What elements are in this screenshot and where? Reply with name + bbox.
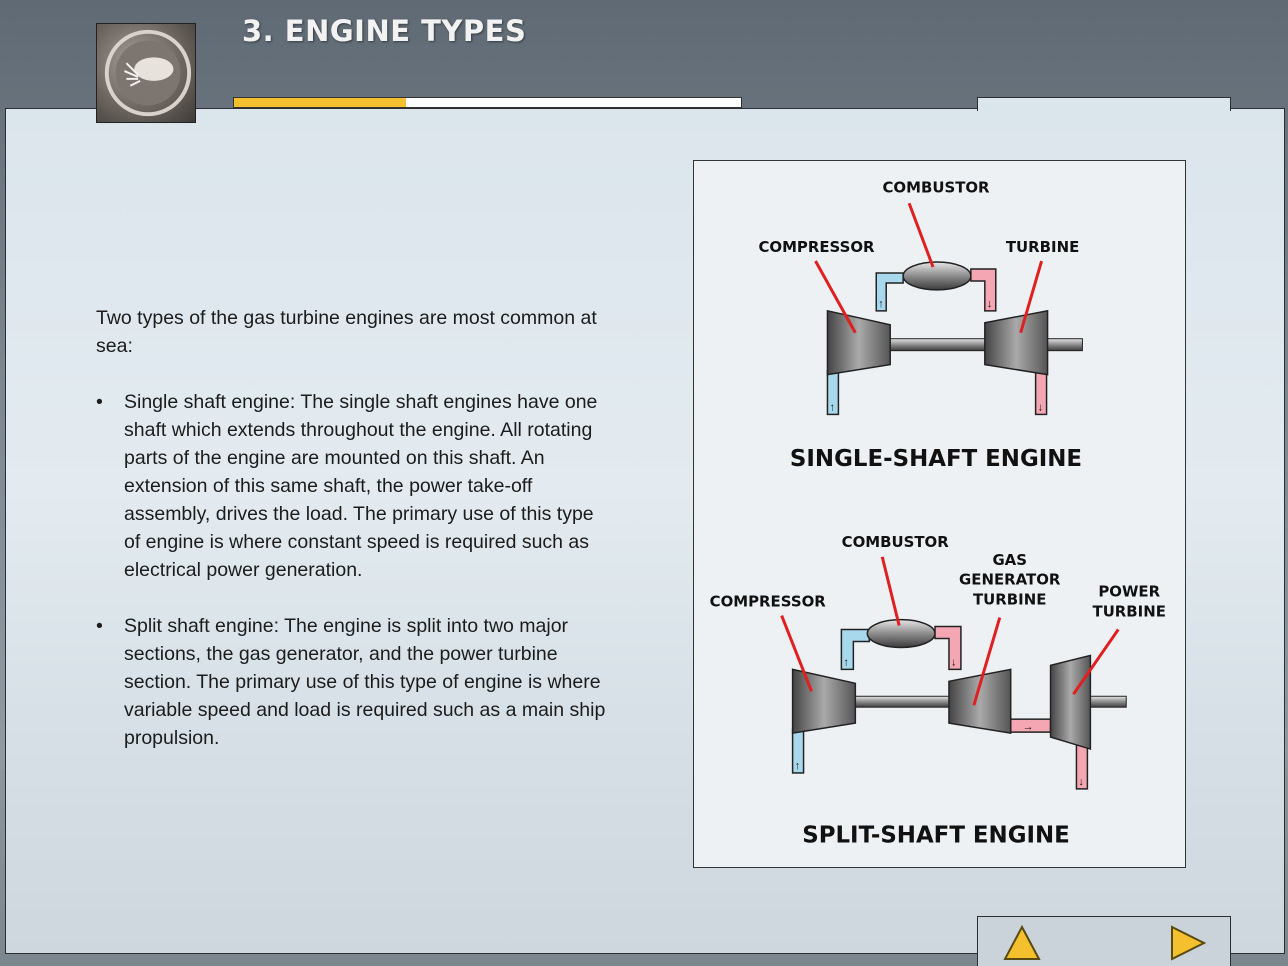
label-combustor-single: COMBUSTOR <box>882 178 990 196</box>
triangle-up-icon[interactable] <box>1002 924 1042 962</box>
label-gas-generator-line3: TURBINE <box>973 591 1046 609</box>
svg-text:↓: ↓ <box>987 298 992 310</box>
svg-text:↓: ↓ <box>1038 401 1043 413</box>
single-shaft-diagram: ↑ ↑ ↓ ↓ COMBUSTOR COMPRESSOR TURBINE SIN… <box>758 178 1083 472</box>
triangle-right-icon[interactable] <box>1168 924 1208 962</box>
intro-paragraph: Two types of the gas turbine engines are… <box>96 307 597 357</box>
label-compressor-split: COMPRESSOR <box>710 593 827 611</box>
label-power-turbine-line1: POWER <box>1098 583 1160 601</box>
label-compressor-single: COMPRESSOR <box>758 238 875 256</box>
panel-tab-top <box>977 97 1231 111</box>
label-gas-generator-line1: GAS <box>992 551 1027 569</box>
progress-bar <box>233 97 742 108</box>
svg-text:↑: ↑ <box>878 298 883 310</box>
label-turbine-single: TURBINE <box>1006 238 1079 256</box>
bullet-split-shaft: Split shaft engine: The engine is split … <box>96 612 606 752</box>
bullet-single-shaft: Single shaft engine: The single shaft en… <box>96 388 606 584</box>
caption-single-shaft: SINGLE-SHAFT ENGINE <box>790 446 1082 472</box>
body-text: Two types of the gas turbine engines are… <box>96 304 606 780</box>
svg-text:↓: ↓ <box>951 656 956 668</box>
page-title: 3. ENGINE TYPES <box>242 14 527 48</box>
caption-split-shaft: SPLIT-SHAFT ENGINE <box>802 823 1070 849</box>
svg-text:↑: ↑ <box>829 401 834 413</box>
svg-text:↓: ↓ <box>1078 776 1083 788</box>
engine-diagram: ↑ ↑ ↓ ↓ COMBUSTOR COMPRESSOR TURBINE SIN… <box>693 160 1186 868</box>
split-shaft-diagram: ↑ ↑ ↓ → ↓ COMBUSTOR COMPRESSOR GAS GENER… <box>710 533 1166 849</box>
label-gas-generator-line2: GENERATOR <box>959 571 1061 589</box>
label-power-turbine-line2: TURBINE <box>1093 603 1166 621</box>
label-combustor-split: COMBUSTOR <box>842 533 950 551</box>
turbine-logo-icon <box>96 23 196 123</box>
svg-text:↑: ↑ <box>843 656 848 668</box>
svg-text:↑: ↑ <box>795 760 800 772</box>
svg-text:→: → <box>1023 721 1034 733</box>
progress-fill <box>234 98 407 107</box>
